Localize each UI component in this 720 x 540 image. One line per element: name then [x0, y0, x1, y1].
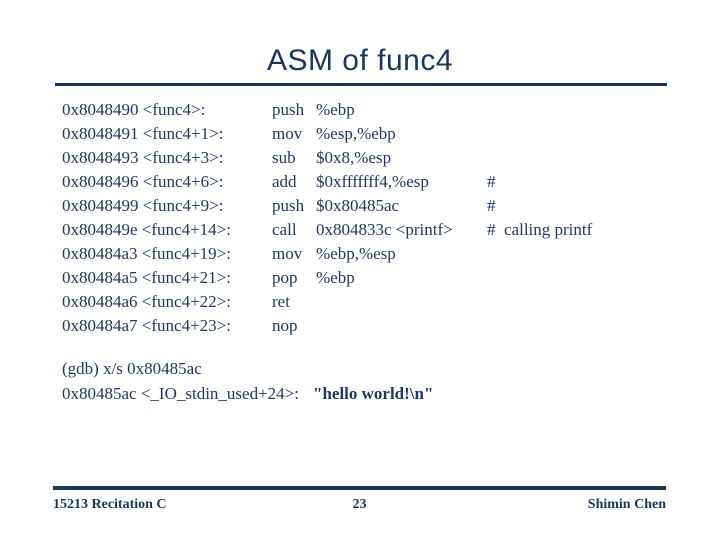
asm-instruction: mov %esp,%ebp — [272, 122, 487, 146]
asm-mnemonic: pop — [272, 268, 298, 287]
asm-operands: %esp,%ebp — [316, 124, 396, 143]
asm-address: 0x804849e <func4+14>: — [62, 220, 231, 239]
footer-author: Shimin Chen — [587, 497, 666, 512]
footer-page-number: 23 — [352, 497, 367, 512]
asm-address: 0x80484a7 <func4+23>: — [62, 316, 231, 335]
footer-divider-rule — [53, 486, 666, 490]
asm-address: 0x80484a3 <func4+19>: — [62, 244, 231, 263]
slide-title: ASM of func4 — [266, 44, 454, 77]
asm-operands: $0xfffffff4,%esp — [316, 172, 429, 191]
asm-operands: $0x8,%esp — [316, 148, 392, 167]
asm-mnemonic: mov — [272, 244, 303, 263]
asm-line: 0x80484a6 <func4+22>: ret — [62, 290, 702, 314]
asm-operands: %ebp — [316, 100, 355, 119]
asm-address: 0x8048496 <func4+6>: — [62, 172, 224, 191]
asm-address: 0x8048490 <func4>: — [62, 100, 206, 119]
asm-comment: # — [487, 172, 496, 191]
asm-code-block: 0x8048490 <func4>: push %ebp 0x8048491 <f… — [62, 98, 702, 338]
asm-address: 0x8048499 <func4+9>: — [62, 196, 224, 215]
asm-line: 0x8048491 <func4+1>: mov %esp,%ebp — [62, 122, 702, 146]
footer: 15213 Recitation C 23 Shimin Chen — [53, 497, 666, 513]
gdb-result-string: "hello world!\n" — [313, 384, 434, 403]
asm-operands: %ebp — [316, 268, 355, 287]
asm-address: 0x80484a6 <func4+22>: — [62, 292, 231, 311]
asm-line: 0x80484a7 <func4+23>: nop — [62, 314, 702, 338]
asm-mnemonic: sub — [272, 148, 296, 167]
asm-mnemonic: add — [272, 172, 297, 191]
asm-instruction: push $0x80485ac — [272, 194, 487, 218]
asm-operands: 0x804833c <printf> — [316, 220, 453, 239]
asm-address: 0x80484a5 <func4+21>: — [62, 268, 231, 287]
asm-operands: %ebp,%esp — [316, 244, 396, 263]
asm-instruction: add $0xfffffff4,%esp — [272, 170, 487, 194]
asm-line: 0x8048493 <func4+3>: sub $0x8,%esp — [62, 146, 702, 170]
asm-mnemonic: push — [272, 196, 305, 215]
title-divider-rule — [55, 83, 667, 86]
gdb-output-block: (gdb) x/s 0x80485ac 0x80485ac <_IO_stdin… — [62, 356, 702, 406]
asm-line: 0x8048499 <func4+9>: push $0x80485ac # — [62, 194, 702, 218]
asm-address: 0x8048493 <func4+3>: — [62, 148, 224, 167]
footer-course-label: 15213 Recitation C — [53, 497, 167, 512]
asm-operands: $0x80485ac — [316, 196, 400, 215]
gdb-command: (gdb) x/s 0x80485ac — [62, 359, 202, 378]
asm-mnemonic: mov — [272, 124, 303, 143]
asm-line: 0x8048490 <func4>: push %ebp — [62, 98, 702, 122]
gdb-result-address: 0x80485ac <_IO_stdin_used+24>: — [62, 384, 299, 403]
asm-instruction: call 0x804833c <printf> — [272, 218, 487, 242]
asm-comment: # calling printf — [487, 220, 593, 239]
asm-line: 0x804849e <func4+14>: call 0x804833c <pri… — [62, 218, 702, 242]
asm-comment: # — [487, 196, 496, 215]
asm-line: 0x8048496 <func4+6>: add $0xfffffff4,%esp… — [62, 170, 702, 194]
asm-mnemonic: ret — [272, 292, 290, 311]
gdb-result: 0x80485ac <_IO_stdin_used+24>: "hello wor… — [62, 381, 702, 406]
asm-mnemonic: push — [272, 100, 305, 119]
asm-mnemonic: nop — [272, 316, 298, 335]
asm-instruction: mov %ebp,%esp — [272, 242, 487, 266]
asm-address: 0x8048491 <func4+1>: — [62, 124, 224, 143]
asm-line: 0x80484a5 <func4+21>: pop %ebp — [62, 266, 702, 290]
asm-line: 0x80484a3 <func4+19>: mov %ebp,%esp — [62, 242, 702, 266]
asm-instruction: ret — [272, 290, 487, 314]
asm-mnemonic: call — [272, 220, 297, 239]
asm-instruction: sub $0x8,%esp — [272, 146, 487, 170]
asm-instruction: push %ebp — [272, 98, 487, 122]
asm-instruction: pop %ebp — [272, 266, 487, 290]
asm-instruction: nop — [272, 314, 487, 338]
